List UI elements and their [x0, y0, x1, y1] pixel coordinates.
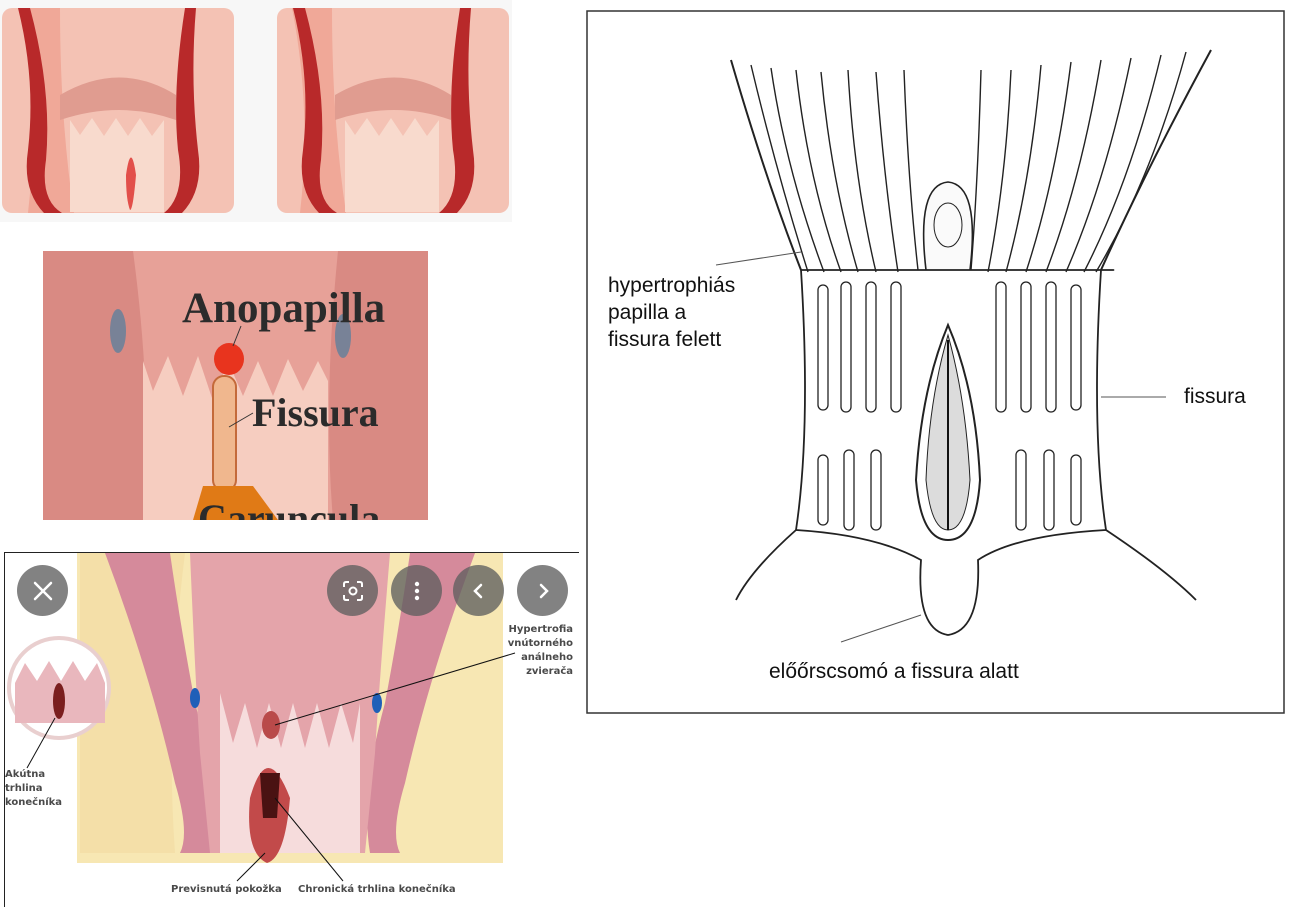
label-line: konečníka	[5, 797, 63, 808]
label-anopapilla: Anopapilla	[182, 285, 386, 332]
label-line: zvierača	[526, 666, 573, 677]
anal-canal-comparison-illustration	[0, 0, 512, 222]
label-hypertrophic-papilla: hypertrophiás papilla a fissura felett	[608, 272, 735, 353]
anal-fissure-drawing	[7, 553, 516, 882]
chevron-left-icon	[472, 583, 482, 598]
anopapilla-drawing	[43, 251, 428, 520]
lens-icon	[342, 580, 363, 601]
fissura-line-drawing: hypertrophiás papilla a fissura felett f…	[586, 10, 1285, 714]
fissura-sketch	[586, 10, 1285, 714]
anal-fissure-illustration: Hypertrofia vnútorného análneho zvierača…	[4, 552, 579, 907]
anal-canal-left	[2, 8, 234, 213]
chevron-right-icon	[539, 583, 549, 598]
visual-search-button[interactable]	[327, 565, 378, 616]
close-icon	[33, 581, 52, 600]
label-fissura: fissura	[1184, 385, 1246, 408]
label-fissura: Fissura	[252, 390, 379, 435]
label-line: vnútorného	[507, 638, 573, 649]
label-skin-tag: Previsnutá pokožka	[171, 884, 282, 895]
close-button[interactable]	[17, 565, 68, 616]
label-line: Akútna	[5, 769, 46, 780]
label-caruncula: Caruncula	[198, 496, 381, 520]
label-line: papilla a	[608, 301, 687, 324]
label-line: fissura felett	[608, 328, 722, 351]
more-vert-icon	[414, 581, 419, 600]
label-acute-fissure: Akútna trhlina konečníka	[5, 768, 62, 810]
previous-image-button[interactable]	[453, 565, 504, 616]
label-line: análneho	[521, 652, 573, 663]
label-line: Hypertrofia	[508, 624, 573, 635]
next-image-button[interactable]	[517, 565, 568, 616]
label-chronic-fissure: Chronická trhlina konečníka	[298, 884, 456, 895]
anal-canal-drawings	[2, 8, 509, 213]
anal-canal-right	[277, 8, 509, 213]
label-line: hypertrophiás	[608, 274, 736, 297]
caruncula-marker	[193, 486, 278, 520]
label-internal-sphincter-hypertrophy: Hypertrofia vnútorného análneho zvierača	[503, 623, 573, 679]
label-sentinel-pile: előőrscsomó a fissura alatt	[769, 660, 1019, 683]
more-options-button[interactable]	[391, 565, 442, 616]
anopapilla-fissura-illustration: Anopapilla Fissura Caruncula	[43, 251, 428, 520]
anopapilla-marker	[214, 343, 244, 375]
label-line: trhlina	[5, 783, 43, 794]
